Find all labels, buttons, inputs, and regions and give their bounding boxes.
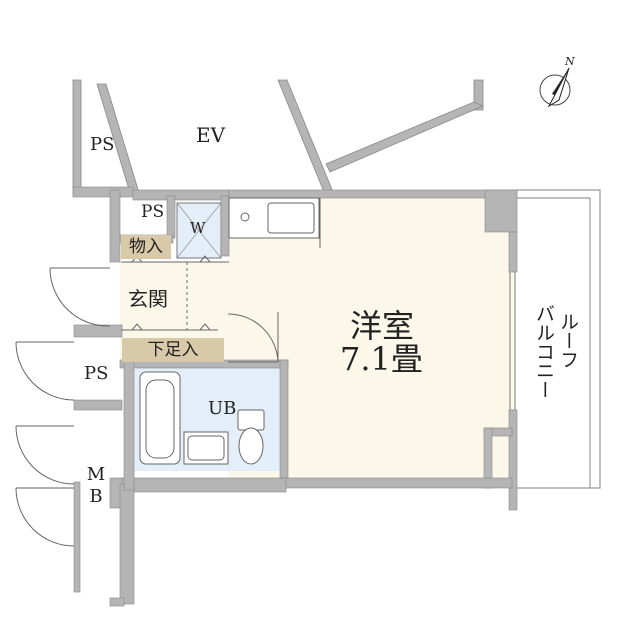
washer-label: W <box>190 219 206 237</box>
balcony-window <box>509 272 516 410</box>
shoe-rack-label: 下足入 <box>122 338 224 362</box>
door-swings <box>15 267 279 547</box>
washbasin <box>183 431 229 465</box>
roof-balcony-label-col2: ルーフ <box>557 312 579 369</box>
ps-top-left-label: PS <box>90 134 115 155</box>
compass-icon <box>539 67 571 108</box>
roof-balcony-rail <box>517 189 601 489</box>
western-room-label: 洋室 <box>350 307 415 345</box>
entrance-label: 玄関 <box>128 287 168 311</box>
western-room-size: 7.1畳 <box>340 340 423 378</box>
closet-markers <box>121 255 229 331</box>
toilet <box>237 409 265 465</box>
building-walls <box>72 186 518 607</box>
ps-lower-label: PS <box>84 363 109 384</box>
storage-label: 物入 <box>121 235 171 259</box>
ev-label: EV <box>196 123 226 147</box>
bath-label: UB <box>208 398 237 419</box>
mb-label: M B <box>86 464 106 507</box>
kitchen-counter <box>228 197 321 248</box>
ps-small-label: PS <box>141 202 165 222</box>
bathtub <box>139 371 181 465</box>
compass-north-label: N <box>565 55 575 68</box>
corridor-walls <box>72 79 484 197</box>
roof-balcony-label-col1: バルコニー <box>533 304 555 399</box>
